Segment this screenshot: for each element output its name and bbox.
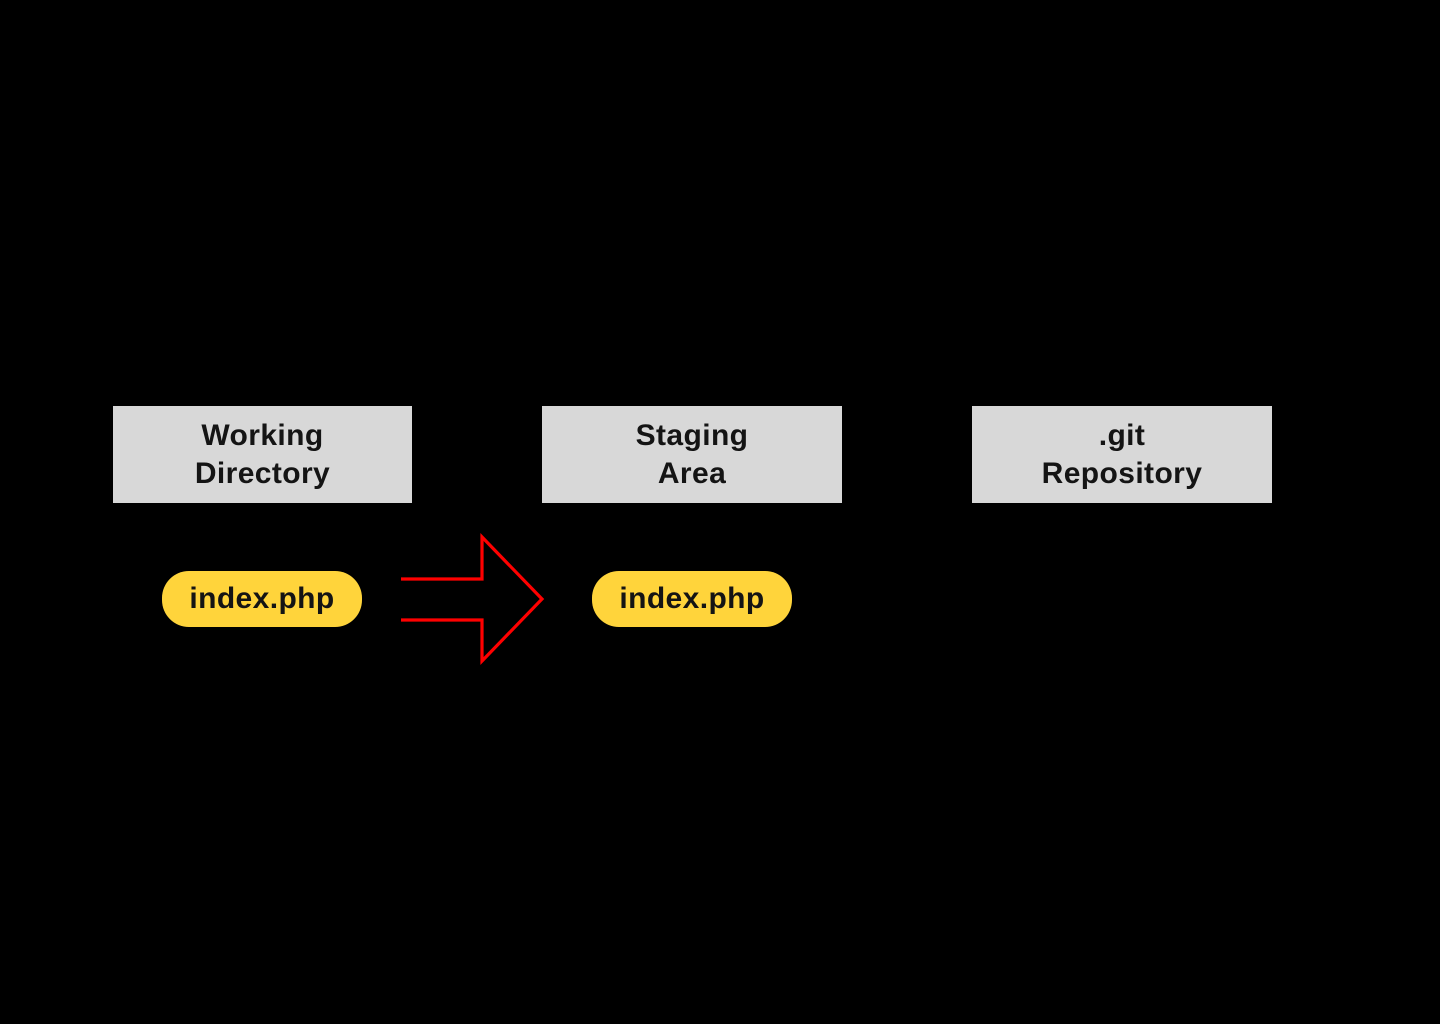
stage-box-staging-area: Staging Area: [542, 406, 842, 503]
stage-title-line: Working: [201, 418, 324, 452]
stage-title-line: Area: [657, 456, 727, 490]
stage-title-line: .git: [1098, 418, 1146, 452]
file-pill-label: index.php: [189, 582, 335, 615]
file-pill-staging-area: index.php: [592, 571, 792, 627]
file-pill-working-directory: index.php: [162, 571, 362, 627]
stage-box-working-directory: Working Directory: [113, 406, 412, 503]
stage-title-line: Staging: [635, 418, 749, 452]
stage-title-line: Directory: [194, 456, 331, 490]
stage-title-line: Repository: [1041, 456, 1203, 490]
file-pill-label: index.php: [619, 582, 765, 615]
stage-box-git-repository: .git Repository: [972, 406, 1272, 503]
